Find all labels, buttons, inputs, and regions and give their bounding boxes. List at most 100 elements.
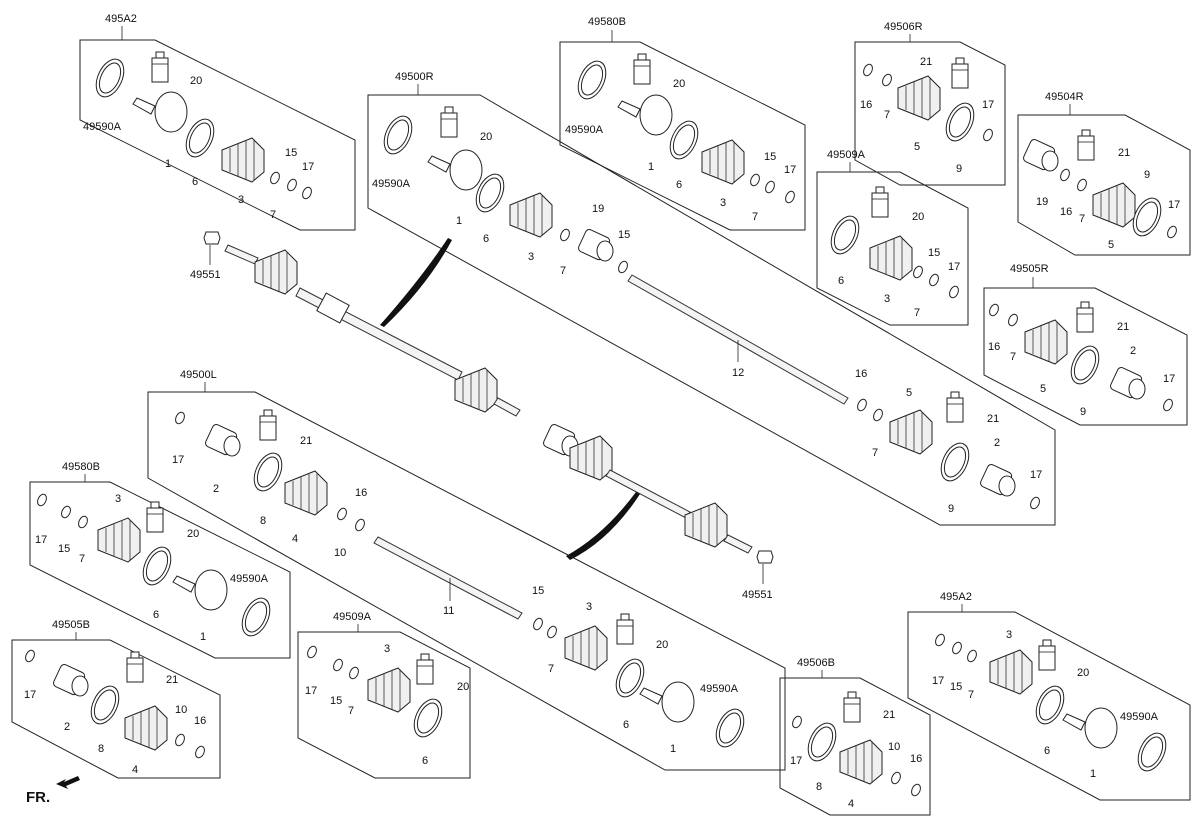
part-label: 2 [1130, 345, 1136, 357]
part-label: 6 [192, 176, 198, 188]
part-label: 7 [79, 553, 85, 565]
clip [268, 170, 282, 186]
clip [1058, 167, 1072, 183]
clip [981, 127, 995, 143]
part-label: 19 [592, 203, 604, 215]
part-label: 7 [560, 265, 566, 277]
grease-tube [1038, 639, 1056, 671]
outer-boot [684, 502, 728, 548]
clip [76, 514, 90, 530]
part-label: 3 [1006, 629, 1012, 641]
clip [1165, 224, 1179, 240]
group-label: 49505B [52, 619, 90, 631]
reference-stroke [566, 492, 640, 560]
part-label: 1 [1090, 768, 1096, 780]
group-49504R: 49504R 19 16 7 21 5 9 17 [1017, 91, 1191, 256]
part-label: 5 [1108, 239, 1114, 251]
part-label: 8 [98, 743, 104, 755]
part-label: 49590A [700, 683, 739, 695]
part-label: 3 [238, 194, 244, 206]
clip [783, 189, 797, 205]
abs-ring [236, 593, 276, 641]
shaft [373, 536, 523, 620]
group-label: 49500L [180, 369, 217, 381]
clip [871, 407, 885, 423]
part-label: 15 [58, 543, 70, 555]
part-label: 1 [200, 631, 206, 643]
part-label: 16 [860, 99, 872, 111]
group-49505R: 49505R 16 7 5 21 9 2 17 [983, 263, 1188, 426]
part-label: 17 [784, 164, 796, 176]
group-495A2-top: 495A2 49590A 20 1 6 3 7 15 17 [79, 13, 356, 231]
boot [284, 470, 328, 516]
part-label: 7 [270, 209, 276, 221]
clip [911, 264, 925, 280]
group-49500L: 49500L 17 2 21 8 4 10 16 11 15 7 3 20 6 … [147, 369, 786, 771]
part-label: 7 [1010, 351, 1016, 363]
part-label: 17 [982, 99, 994, 111]
part-label: 16 [1060, 206, 1072, 218]
grease-tube [843, 691, 861, 723]
group-49580B-left: 49580B 17 15 7 3 20 6 1 49590A [29, 461, 291, 659]
group-49509A-bottom: 49509A 17 15 7 3 20 6 [297, 611, 471, 779]
part-label: 17 [305, 685, 317, 697]
boot [1092, 182, 1136, 228]
abs-ring [378, 111, 418, 159]
hub-nut [756, 550, 774, 564]
clip [335, 506, 349, 522]
part-label: 20 [1077, 667, 1089, 679]
part-label: 15 [532, 585, 544, 597]
grease-tube [259, 409, 277, 441]
clamp [137, 542, 177, 590]
part-label: 10 [175, 704, 187, 716]
part-label: 7 [884, 109, 890, 121]
grease-tube [871, 186, 889, 218]
part-label: 21 [920, 56, 932, 68]
grease-tube [146, 501, 164, 533]
clip [1006, 312, 1020, 328]
part-label: 21 [883, 709, 895, 721]
clip [855, 397, 869, 413]
grease-tube [126, 651, 144, 683]
abs-ring [572, 56, 612, 104]
group-label: 49509A [827, 149, 866, 161]
front-label: FR. [26, 789, 50, 806]
clamp [825, 211, 865, 259]
part-label: 3 [720, 197, 726, 209]
part-label: 20 [912, 211, 924, 223]
group-label: 495A2 [105, 13, 137, 25]
grease-tube [416, 653, 434, 685]
group-label: 49509A [333, 611, 372, 623]
part-label: 15 [764, 151, 776, 163]
part-label: 7 [914, 307, 920, 319]
part-label: 7 [872, 447, 878, 459]
part-label: 16 [355, 487, 367, 499]
part-label: 1 [456, 215, 462, 227]
clip [353, 517, 367, 533]
part-label: 4 [132, 764, 138, 776]
clip [950, 640, 964, 656]
boot [564, 625, 608, 671]
part-label: 16 [194, 715, 206, 727]
tripod-joint [51, 662, 89, 697]
part-label: 20 [656, 639, 668, 651]
part-label: 7 [752, 211, 758, 223]
part-label: 15 [928, 247, 940, 259]
tripod-joint [1021, 137, 1059, 172]
boot [509, 192, 553, 238]
outer-joint [639, 681, 695, 723]
part-label: 9 [1080, 406, 1086, 418]
part-label: 17 [1163, 373, 1175, 385]
part-label: 49590A [1120, 711, 1159, 723]
boot [367, 667, 411, 713]
part-label: 6 [422, 755, 428, 767]
part-label: 49551 [190, 269, 221, 281]
part-label: 1 [648, 161, 654, 173]
clip [889, 770, 903, 786]
part-label: 9 [956, 163, 962, 175]
clamp [940, 98, 980, 146]
outer-boot [254, 249, 298, 295]
part-label: 17 [172, 454, 184, 466]
grease-tube [946, 391, 964, 423]
part-label: 21 [1118, 147, 1130, 159]
